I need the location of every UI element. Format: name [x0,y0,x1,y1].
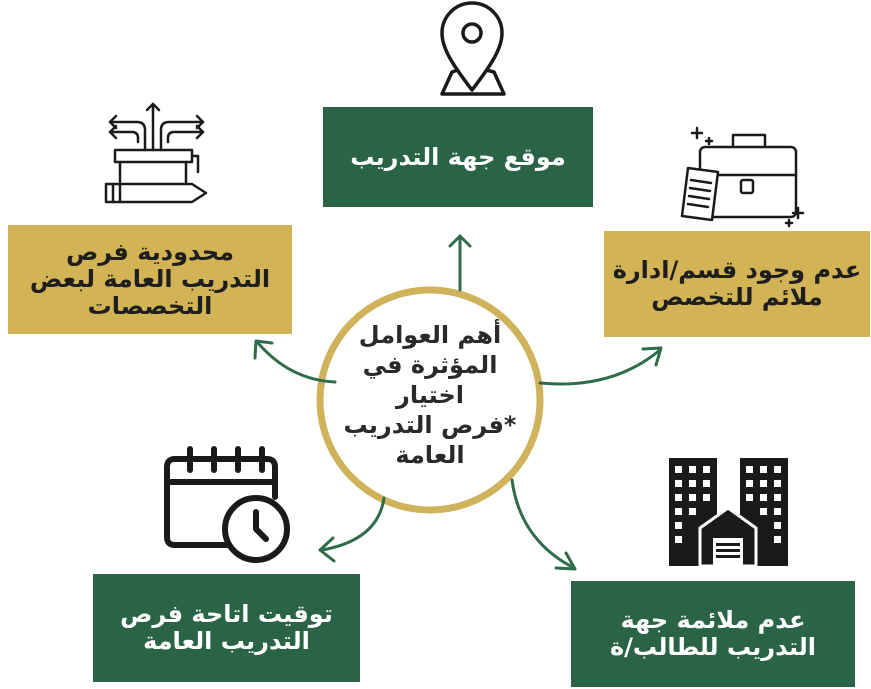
factor-left-top-line-3: التخصصات [87,291,213,320]
center-title: أهم العوامل المؤثرة في اختيار *فرص التدر… [330,320,530,470]
factor-box-left-top: محدودية فرص التدريب العامة لبعض التخصصات [8,225,292,334]
arrow-to-left-bottom [318,496,386,563]
buildings-icon [669,458,788,568]
factor-right-bottom-line-2: التدريب للطالب/ة [609,633,817,661]
factor-right-top-line-1: عدم وجود قسم/ادارة [612,256,862,285]
center-line-3: *فرص التدريب [343,411,517,439]
factor-top-line: موقع جهة التدريب [350,142,566,171]
factor-left-top-line-2: التدريب العامة لبعض [29,265,271,294]
center-line-2: المؤثرة في اختيار [362,351,498,409]
briefcase-document-icon [680,126,805,228]
arrow-to-left-top [253,339,337,384]
arrow-to-right-bottom [510,478,577,571]
factor-box-top: موقع جهة التدريب [323,107,593,207]
factor-right-bottom-line-1: عدم ملائمة جهة [620,606,806,635]
center-line-1: أهم العوامل [358,321,502,349]
factor-right-top-line-2: ملائم للتخصص [651,283,823,311]
factor-box-left-bottom: توقيت اتاحة فرص التدريب العامة [93,574,360,682]
center-ring [316,286,544,514]
calendar-clock-icon [164,446,290,563]
graduation-options-icon [104,102,208,204]
center-line-4: العامة [395,441,465,469]
factor-left-top-line-1: محدودية فرص [65,238,235,267]
factor-box-right-bottom: عدم ملائمة جهة التدريب للطالب/ة [571,581,855,687]
factor-box-right-top: عدم وجود قسم/ادارة ملائم للتخصص [604,231,870,337]
arrow-to-top [448,234,472,292]
factor-left-bottom-line-1: توقيت اتاحة فرص [120,600,333,629]
arrow-to-right-top [538,346,663,386]
location-pin-icon [440,1,506,96]
factor-left-bottom-line-2: التدريب العامة [143,627,310,655]
